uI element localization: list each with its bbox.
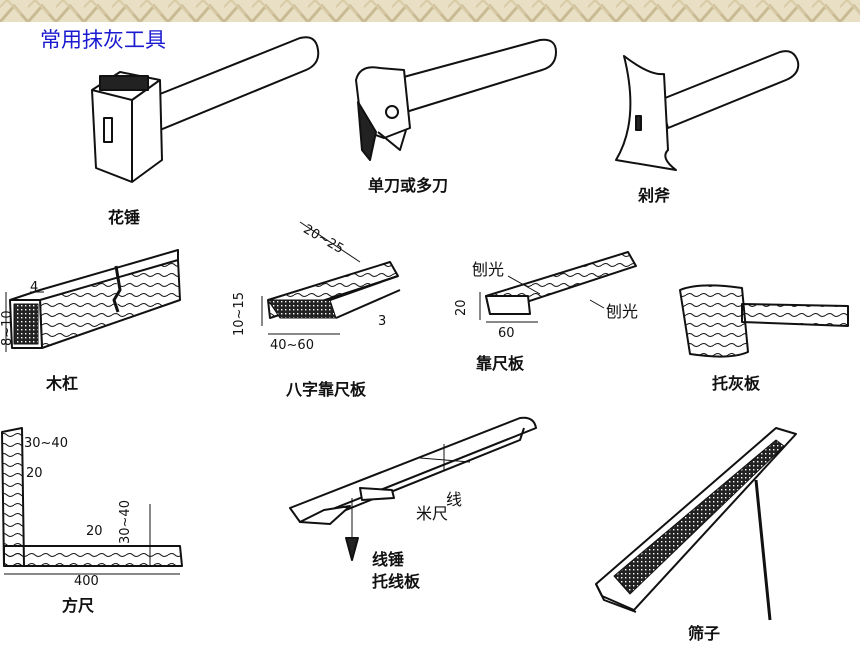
top-decorative-band [0,0,860,22]
label-plumb-board: 托线板 [372,572,421,591]
knife-illustration [355,38,557,161]
label-knife: 单刀或多刀 [368,176,449,195]
label-sieve: 筛子 [688,624,721,643]
dim-wood-bar-8-10: 8~10 [0,310,15,346]
label-hawk: 托灰板 [712,374,761,393]
dim-bevel-40-60: 40~60 [270,338,314,353]
label-square: 方尺 [62,596,95,615]
label-bevel-ruler: 八字靠尺板 [286,380,367,399]
sieve-illustration [595,427,797,621]
dim-plumb-line: 线 [446,490,463,509]
dim-ruler-20: 20 [454,299,469,316]
dim-square-20-top: 20 [26,466,43,481]
dim-plumb-ruler: 米尺 [416,504,449,523]
square-illustration [1,427,183,575]
label-axe: 剁斧 [638,186,671,205]
hammer-illustration [91,36,320,183]
page-title: 常用抹灰工具 [40,28,166,52]
axe-illustration [615,50,800,171]
dim-square-400: 400 [74,574,99,589]
straight-ruler-illustration [479,251,637,323]
plumb-board-illustration [289,416,537,561]
wood-bar-illustration [5,249,181,352]
dim-ruler-planed-side: 刨光 [606,302,639,321]
label-hammer: 花锤 [108,208,141,227]
dim-plumb-bob: 线锤 [372,550,405,569]
dim-ruler-60: 60 [498,326,515,341]
dim-square-20-bottom: 20 [86,524,103,539]
label-wood-bar: 木杠 [46,374,79,393]
dim-bevel-3: 3 [378,314,387,329]
label-straight-ruler: 靠尺板 [476,354,525,373]
dim-square-30-40-top: 30~40 [24,436,68,451]
dim-square-30-40-right: 30~40 [118,500,133,544]
dim-bevel-10-15: 10~15 [232,292,247,336]
dim-wood-bar-4: 4 [30,280,39,295]
bevel-ruler-illustration [261,221,401,335]
hawk-illustration [679,284,849,358]
dim-ruler-planed-top: 刨光 [472,260,505,279]
